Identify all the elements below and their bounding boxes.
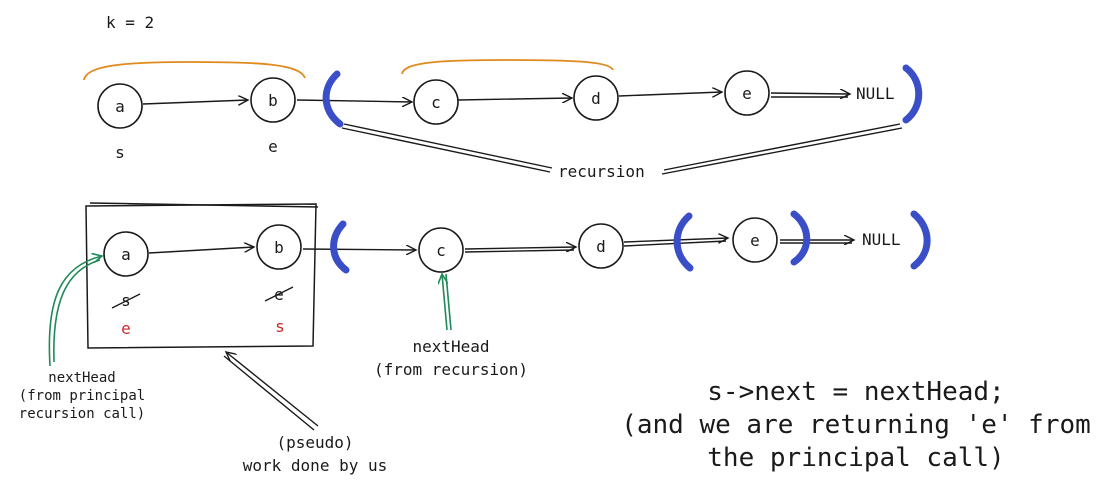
green-pointer-principal xyxy=(48,256,102,367)
annotation-next-head-recursion: nextHead (from recursion) xyxy=(374,337,528,379)
bottom-inner-open-paren xyxy=(673,212,694,272)
bottom-node-a: a xyxy=(103,231,149,277)
recursion-line-left xyxy=(343,123,553,169)
bottom-node-e: e xyxy=(732,217,778,263)
bottom-close-paren xyxy=(910,210,931,270)
top-edge-c-d xyxy=(457,98,572,100)
top-edge-e-null xyxy=(770,93,850,94)
bottom-edge-a-b xyxy=(148,247,254,254)
top-close-paren xyxy=(902,64,923,124)
node-label: d xyxy=(596,237,606,256)
bottom-node-d: d xyxy=(578,223,624,269)
top-null-label: NULL xyxy=(856,84,895,103)
annotation-line: work done by us xyxy=(243,456,388,475)
annotation-next-head-principal: nextHead (from principal recursion call) xyxy=(19,370,145,422)
annotation-pseudo-work: (pseudo) work done by us xyxy=(243,433,388,475)
conclusion-line: the principal call) xyxy=(707,443,1004,473)
bottom-new-label-a: e xyxy=(121,319,131,338)
top-node-b: b xyxy=(250,77,296,123)
recursion-label: recursion xyxy=(558,162,645,181)
strike-old-label-b xyxy=(264,286,294,302)
bottom-edge-b-c xyxy=(302,249,416,250)
k-label: k = 2 xyxy=(106,13,154,32)
top-node-c: c xyxy=(413,79,459,125)
node-label: c xyxy=(431,93,441,112)
bottom-edge-c-d-double xyxy=(464,249,575,253)
green-pointer-principal-double xyxy=(53,259,101,363)
top-edge-a-b xyxy=(142,100,248,104)
recursion-line-right xyxy=(663,123,901,171)
top-label-s: s xyxy=(115,143,125,162)
node-label: d xyxy=(591,89,601,108)
bottom-open-paren xyxy=(330,220,350,274)
bottom-node-b: b xyxy=(256,224,302,270)
green-pointer-recursion xyxy=(442,274,447,331)
annotation-conclusion: s->next = nextHead; (and we are returnin… xyxy=(621,377,1091,473)
top-node-d: d xyxy=(573,75,619,121)
pseudo-work-pointer xyxy=(226,352,319,427)
conclusion-line: (and we are returning 'e' from xyxy=(621,410,1091,440)
recursion-line-right-double xyxy=(661,127,903,175)
top-open-paren xyxy=(322,70,344,128)
conclusion-line: s->next = nextHead; xyxy=(707,377,1004,407)
node-label: a xyxy=(121,245,131,264)
recursion-line-left-double xyxy=(341,127,551,173)
bottom-edge-c-d xyxy=(464,247,576,249)
top-label-e: e xyxy=(268,137,278,156)
bottom-new-label-b: s xyxy=(275,317,285,336)
group-brace-top-ab xyxy=(83,61,306,81)
bottom-node-c: c xyxy=(418,227,464,273)
strike-old-label-a xyxy=(111,293,141,309)
annotation-line: (from principal xyxy=(19,388,145,404)
bottom-inner-close-paren xyxy=(790,210,811,266)
node-label: e xyxy=(742,84,752,103)
node-label: e xyxy=(750,231,760,250)
pseudo-work-pointer-double xyxy=(223,355,315,431)
node-label: c xyxy=(436,241,446,260)
top-node-a: a xyxy=(97,83,143,129)
annotation-line: recursion call) xyxy=(19,406,145,422)
node-label: a xyxy=(115,97,125,116)
top-edge-b-c xyxy=(296,100,412,102)
node-label: b xyxy=(274,238,284,257)
work-box-double xyxy=(89,202,319,208)
annotation-line: nextHead xyxy=(48,370,115,386)
top-node-e: e xyxy=(724,70,770,116)
annotation-line: (pseudo) xyxy=(276,433,353,452)
node-label: b xyxy=(268,91,278,110)
group-brace-top-cd xyxy=(401,59,614,75)
work-box xyxy=(85,203,317,349)
green-pointer-recursion-double xyxy=(445,273,452,331)
top-edge-d-e xyxy=(618,92,722,96)
annotation-line: (from recursion) xyxy=(374,360,528,379)
annotation-line: nextHead xyxy=(412,337,489,356)
bottom-null-label: NULL xyxy=(862,230,901,249)
